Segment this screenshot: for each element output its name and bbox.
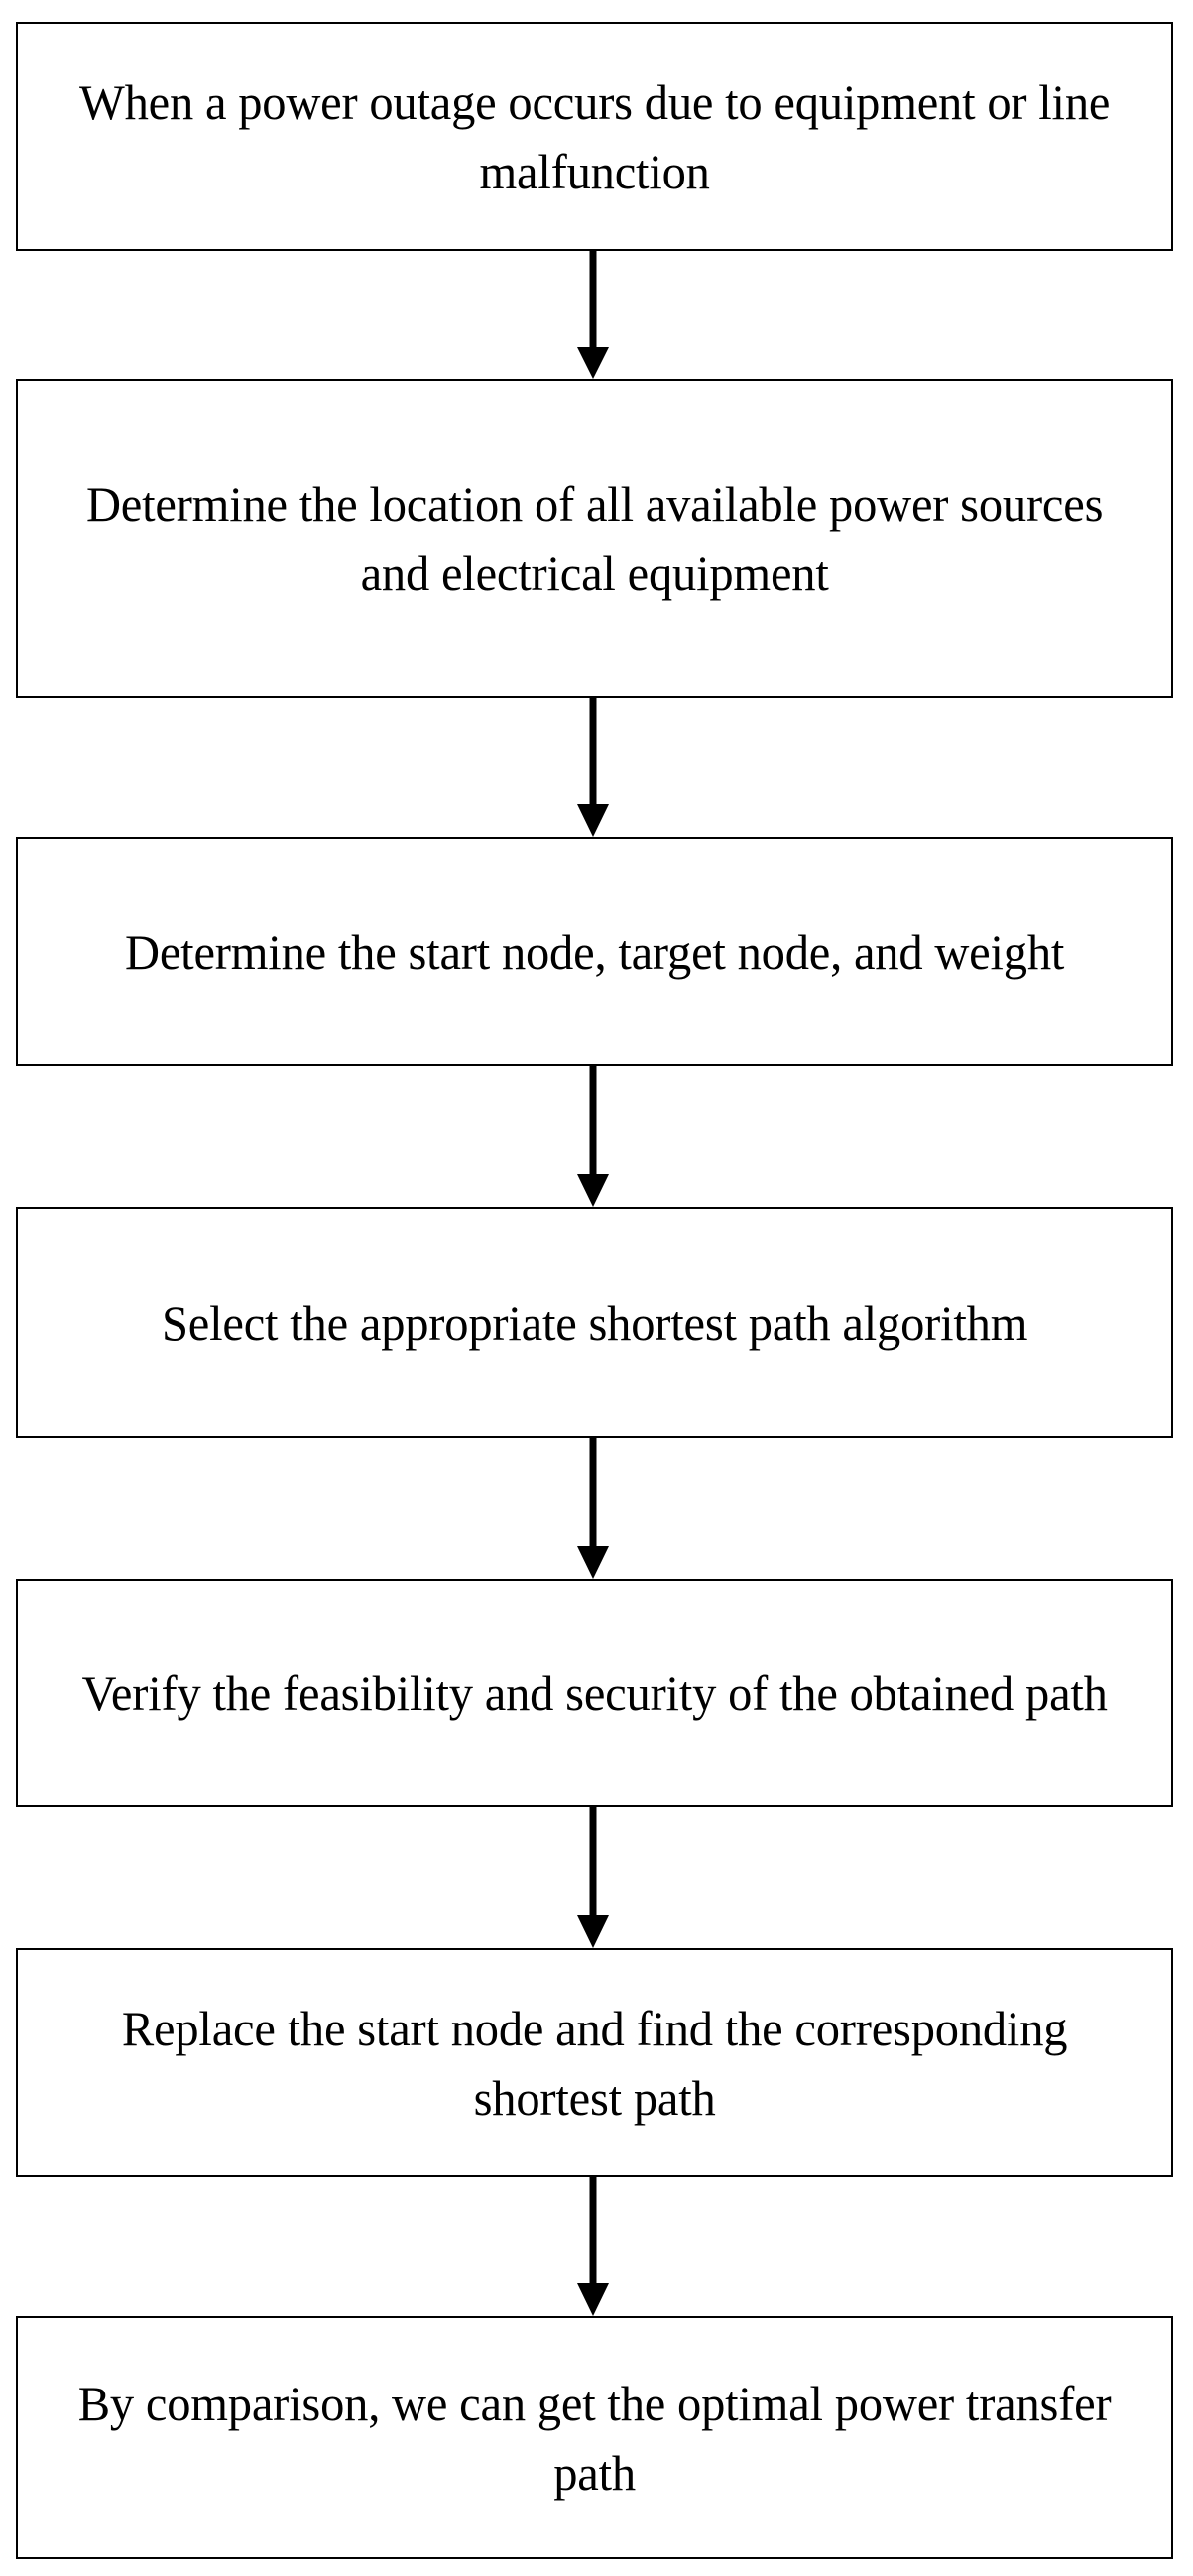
flow-node-6: Replace the start node and find the corr… xyxy=(16,1948,1173,2177)
flow-arrow-6 xyxy=(0,2177,1193,2316)
flow-arrow-3 xyxy=(0,1066,1193,1207)
arrow-down-icon xyxy=(577,1066,609,1207)
flow-node-6-label: Replace the start node and find the corr… xyxy=(121,2000,1068,2126)
flow-node-5-label: Verify the feasibility and security of t… xyxy=(81,1665,1108,1721)
flow-arrow-1 xyxy=(0,251,1193,379)
arrow-down-icon xyxy=(577,1438,609,1579)
flow-arrow-5 xyxy=(0,1807,1193,1948)
flow-node-3-label: Determine the start node, target node, a… xyxy=(124,923,1065,980)
flow-node-3: Determine the start node, target node, a… xyxy=(16,837,1173,1066)
arrow-down-icon xyxy=(577,2177,609,2316)
flow-node-4: Select the appropriate shortest path alg… xyxy=(16,1207,1173,1438)
flow-node-7-label: By comparison, we can get the optimal po… xyxy=(77,2375,1112,2501)
flow-node-4-label: Select the appropriate shortest path alg… xyxy=(161,1294,1028,1351)
flow-node-7: By comparison, we can get the optimal po… xyxy=(16,2316,1173,2559)
arrow-down-icon xyxy=(577,1807,609,1948)
flow-arrow-2 xyxy=(0,698,1193,837)
flow-arrow-4 xyxy=(0,1438,1193,1579)
arrow-down-icon xyxy=(577,251,609,379)
flow-node-1-label: When a power outage occurs due to equipm… xyxy=(78,73,1111,199)
flow-node-5: Verify the feasibility and security of t… xyxy=(16,1579,1173,1807)
flow-node-2: Determine the location of all available … xyxy=(16,379,1173,698)
arrow-down-icon xyxy=(577,698,609,837)
flow-node-2-label: Determine the location of all available … xyxy=(85,476,1104,601)
flow-node-1: When a power outage occurs due to equipm… xyxy=(16,22,1173,251)
